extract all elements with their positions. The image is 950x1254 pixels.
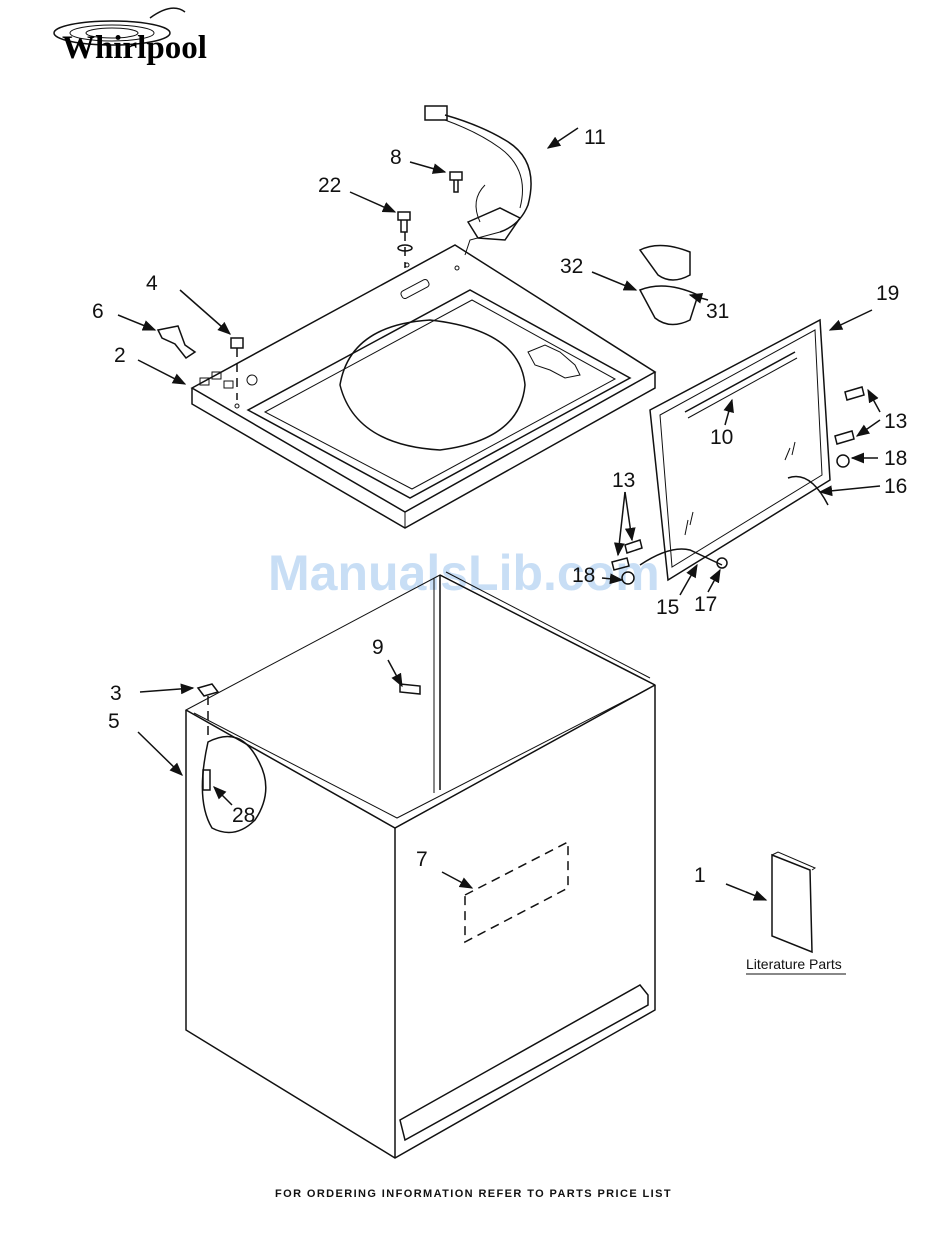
literature-parts-label: Literature Parts [746, 956, 842, 972]
callout-9: 9 [372, 636, 384, 659]
callout-13-right: 13 [884, 410, 907, 433]
callout-5: 5 [108, 710, 120, 733]
watermark: ManualsLib.com [268, 545, 660, 601]
callout-28: 28 [232, 804, 255, 827]
screw-8 [450, 172, 462, 192]
callout-15: 15 [656, 596, 679, 619]
callout-3: 3 [110, 682, 122, 705]
callout-18-left: 18 [572, 564, 595, 587]
callout-8: 8 [390, 146, 402, 169]
callout-13-left: 13 [612, 469, 635, 492]
literature-parts: Literature Parts [746, 852, 846, 974]
callout-16: 16 [884, 475, 907, 498]
callout-4: 4 [146, 272, 158, 295]
callout-7: 7 [416, 848, 428, 871]
whirlpool-logo: Whirlpool [54, 8, 207, 66]
callout-2: 2 [114, 344, 126, 367]
screw-22 [398, 212, 412, 268]
callout-17: 17 [694, 593, 717, 616]
callout-10: 10 [710, 426, 733, 449]
callout-22: 22 [318, 174, 341, 197]
label-area-7 [465, 842, 568, 942]
callout-11: 11 [584, 126, 606, 149]
wire-harness [425, 106, 531, 255]
screw-13-right-lower [835, 431, 854, 444]
callout-32: 32 [560, 255, 583, 278]
screw-13-right-upper [845, 387, 864, 400]
callout-6: 6 [92, 300, 104, 323]
screw-28 [203, 770, 210, 790]
clip-6 [158, 326, 195, 358]
callout-31: 31 [706, 300, 729, 323]
bushing-18-right [837, 455, 849, 467]
knob-31 [640, 245, 690, 280]
knob-32 [640, 286, 698, 325]
callout-19: 19 [876, 282, 899, 305]
brand-wordmark: Whirlpool [62, 30, 207, 66]
ordering-info-footer: FOR ORDERING INFORMATION REFER TO PARTS … [275, 1188, 672, 1200]
screw-9 [400, 684, 420, 694]
top-console-assembly [192, 245, 655, 528]
lid-assembly [650, 320, 830, 580]
callout-1: 1 [694, 864, 706, 887]
callout-18-right: 18 [884, 447, 907, 470]
